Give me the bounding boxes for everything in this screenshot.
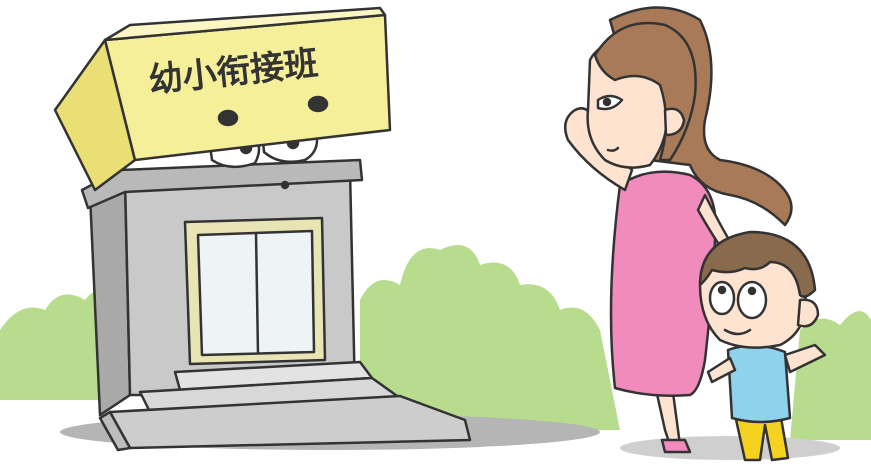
- mother-pupil: [602, 97, 612, 107]
- mother-mouth: [606, 146, 620, 152]
- mother-figure: [563, 6, 793, 454]
- child-ear: [796, 298, 820, 328]
- sign-board: [53, 6, 392, 192]
- child-pupil-left: [717, 285, 727, 295]
- bush-right: [790, 311, 871, 440]
- child-mouth: [723, 328, 752, 336]
- entrance-steps: [98, 360, 472, 452]
- child-figure: [698, 230, 827, 462]
- bush-left: [0, 290, 120, 400]
- mother-shoe: [660, 438, 692, 454]
- bush-middle: [360, 245, 620, 430]
- step-side: [98, 410, 132, 452]
- right-brow-icon: [307, 95, 329, 113]
- child-pupil-right: [747, 286, 757, 296]
- mother-dress: [609, 170, 717, 397]
- child-hair: [698, 230, 817, 298]
- people-shadow: [620, 436, 840, 460]
- mother-ear: [663, 107, 686, 137]
- door-split: [254, 232, 260, 355]
- sign-top: [103, 6, 387, 42]
- child-eye-left: [708, 280, 736, 316]
- child-shirt: [726, 344, 792, 424]
- left-brow-icon: [217, 109, 239, 127]
- child-eye-right: [736, 280, 768, 320]
- child-arm-right: [783, 343, 827, 374]
- child-arm-left: [706, 356, 737, 384]
- background-bushes: [0, 245, 871, 440]
- lock-icon: [280, 180, 290, 190]
